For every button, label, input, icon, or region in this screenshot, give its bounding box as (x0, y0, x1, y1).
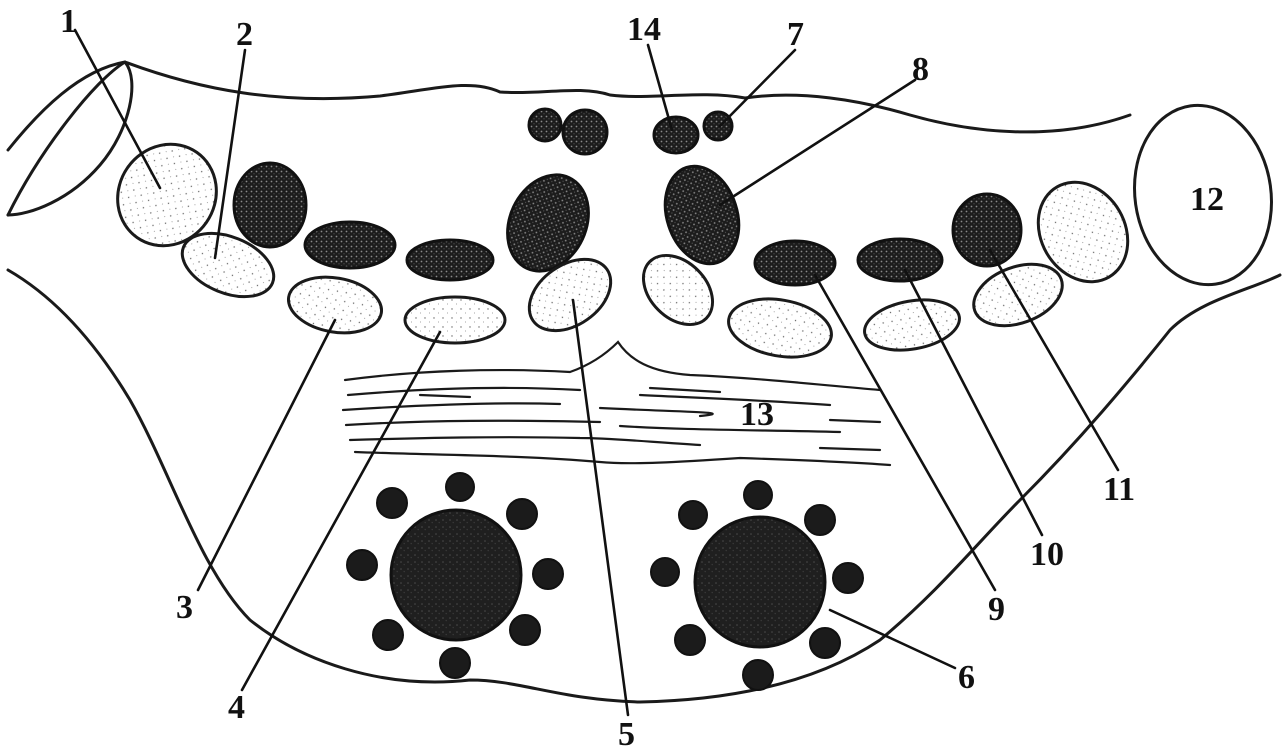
label-8: 8 (912, 51, 929, 88)
left-tube-outline (8, 62, 132, 215)
leader-7 (720, 50, 795, 126)
right-vascular-bundle-6 (651, 481, 863, 690)
small-dark-cell (529, 109, 561, 141)
light-cell (861, 293, 964, 357)
left-vascular-bundle (347, 473, 563, 678)
light-cell-4 (405, 297, 505, 343)
leader-5 (573, 300, 628, 715)
small-dark-cell (704, 112, 732, 140)
dark-cell-11 (953, 194, 1021, 266)
label-1: 1 (60, 3, 77, 40)
small-dark-cell (563, 110, 607, 154)
label-7: 7 (787, 16, 804, 53)
dark-cell (407, 240, 493, 280)
label-10: 10 (1030, 536, 1064, 573)
label-13: 13 (740, 396, 774, 433)
label-12: 12 (1190, 181, 1224, 218)
light-cell (724, 291, 836, 364)
label-6: 6 (958, 659, 975, 696)
label-3: 3 (176, 589, 193, 626)
label-5: 5 (618, 716, 635, 753)
label-4: 4 (228, 689, 245, 726)
leader-14 (648, 45, 672, 130)
dark-cell-10 (858, 239, 942, 281)
dark-cell (305, 222, 395, 268)
label-2: 2 (236, 16, 253, 53)
leader-4 (242, 332, 440, 690)
leader-3 (198, 320, 335, 590)
leader-1 (75, 30, 160, 188)
dark-cell (234, 163, 306, 247)
label-9: 9 (988, 591, 1005, 628)
small-dark-cell (654, 117, 698, 153)
light-cell-3 (284, 270, 386, 340)
label-14: 14 (627, 11, 661, 48)
dark-cell-9 (755, 241, 835, 285)
label-11: 11 (1103, 471, 1135, 508)
